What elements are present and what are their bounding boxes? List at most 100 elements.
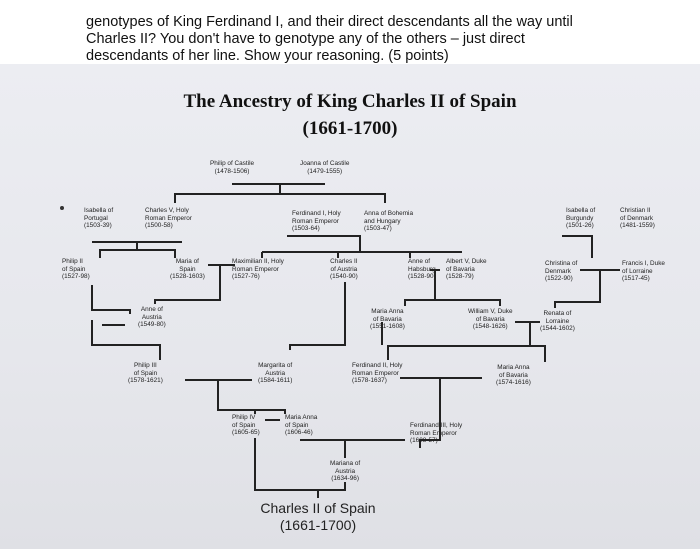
person-name: Joanna of Castile	[300, 160, 350, 167]
person-maximilian-ii: Maximilian II, Holy Roman Emperor (1527-…	[232, 258, 284, 281]
person-name-1: Ferdinand II, Holy	[352, 362, 403, 369]
person-name-2: Austria	[141, 313, 162, 321]
person-name-1: Christian II	[620, 207, 651, 214]
person-christina-of-denmark: Christina of Denmark (1522-90)	[545, 260, 577, 283]
person-years: (1481-1559)	[620, 222, 655, 230]
person-ferdinand-iii: Ferdinand III, Holy Roman Emperor (1608-…	[410, 422, 462, 445]
person-philip-ii: Philip II of Spain (1527-98)	[62, 258, 90, 281]
person-years: (1527-98)	[62, 273, 90, 281]
person-name-2: of Spain	[133, 369, 158, 377]
person-name-2: of Bavaria	[499, 371, 528, 379]
person-name-2: Portugal	[84, 214, 108, 222]
person-name-2: of Bavaria	[446, 265, 475, 273]
person-name-2: of Bavaria	[475, 315, 505, 323]
person-philip-iii: Philip III of Spain (1578-1621)	[128, 362, 163, 385]
person-name-2: Habsburg	[408, 265, 436, 273]
final-years: (1661-1700)	[279, 517, 357, 533]
person-name-1: Charles II	[330, 258, 358, 265]
person-name-1: Maria Anna	[497, 364, 530, 371]
person-name-1: Renata of	[543, 310, 572, 317]
person-name-1: William V, Duke	[468, 308, 513, 315]
person-maria-anna-of-bavaria-1: Maria Anna of Bavaria (1551-1608)	[370, 308, 405, 331]
person-name: Philip of Castile	[210, 160, 255, 167]
person-william-v: William V, Duke of Bavaria (1548-1626)	[468, 308, 513, 331]
person-years: (1578-1621)	[128, 377, 163, 385]
person-christian-ii: Christian II of Denmark (1481-1559)	[620, 207, 655, 230]
person-name-2: Denmark	[545, 267, 571, 275]
person-name-2: and Hungary	[364, 217, 401, 225]
person-anne-of-habsburg: Anne of Habsburg (1528-90)	[408, 258, 436, 281]
person-anna-of-bohemia: Anna of Bohemia and Hungary (1503-47)	[364, 210, 413, 233]
person-albert-v: Albert V, Duke of Bavaria (1528-79)	[446, 258, 487, 281]
person-anne-of-austria: Anne of Austria (1549-80)	[138, 306, 166, 329]
person-years: (1574-1616)	[496, 379, 531, 387]
person-name-2: of Denmark	[620, 214, 654, 222]
person-name-2: Austria	[265, 369, 286, 377]
person-name-2: of Spain	[62, 265, 86, 273]
person-name-1: Maria of	[175, 258, 199, 265]
person-name-1: Anne of	[140, 306, 163, 313]
person-ferdinand-ii: Ferdinand II, Holy Roman Emperor (1578-1…	[352, 362, 402, 385]
person-years: (1544-1602)	[540, 325, 575, 333]
person-margarita-of-austria: Margarita of Austria (1584-1611)	[258, 362, 292, 385]
person-name-2: Burgundy	[566, 214, 594, 222]
person-name-1: Francis I, Duke	[622, 260, 665, 267]
person-years: (1634-96)	[331, 475, 359, 483]
person-name-1: Philip III	[134, 362, 157, 369]
person-philip-of-castile: Philip of Castile (1478-1506)	[210, 160, 254, 175]
person-years: (1606-46)	[285, 429, 313, 437]
person-name-2: Roman Emperor	[410, 429, 457, 437]
person-name-1: Albert V, Duke	[446, 258, 487, 265]
person-years: (1608-57)	[410, 437, 438, 445]
person-years: (1501-26)	[566, 222, 594, 230]
person-name-1: Maria Anna	[285, 414, 318, 421]
person-years: (1503-47)	[364, 225, 392, 233]
person-years: (1528-90)	[408, 273, 436, 281]
person-years: (1500-58)	[145, 222, 173, 230]
person-name-1: Ferdinand I, Holy	[292, 210, 341, 217]
person-name-1: Charles V, Holy	[145, 207, 189, 214]
tree-years: (1661-1700)	[302, 118, 398, 139]
person-isabella-of-portugal: Isabella of Portugal (1503-39)	[84, 207, 113, 230]
person-years: (1503-64)	[292, 225, 320, 233]
person-years: (1479-1555)	[307, 167, 343, 175]
family-tree-photo	[0, 64, 700, 549]
person-name-2: of Bavaria	[373, 315, 402, 323]
person-years: (1528-79)	[446, 273, 474, 281]
person-name-1: Maximilian II, Holy	[232, 258, 284, 265]
person-name-2: Austria	[335, 467, 356, 475]
person-maria-anna-of-spain: Maria Anna of Spain (1606-46)	[285, 414, 317, 437]
person-philip-iv: Philip IV of Spain (1605-65)	[232, 414, 260, 437]
person-name-1: Margarita of	[258, 362, 293, 369]
person-joanna-of-castile: Joanna of Castile (1479-1555)	[300, 160, 349, 175]
person-years: (1584-1611)	[258, 377, 293, 385]
question-text: genotypes of King Ferdinand I, and their…	[86, 14, 646, 65]
person-name-2: of Spain	[232, 421, 256, 429]
person-name-1: Philip II	[62, 258, 83, 265]
person-name-1: Maria Anna	[371, 308, 404, 315]
person-years: (1478-1506)	[214, 167, 250, 175]
final-name: Charles II of Spain	[260, 500, 376, 516]
person-years: (1605-65)	[232, 429, 260, 437]
tree-title: The Ancestry of King Charles II of Spain	[183, 91, 517, 112]
person-name-2: of Spain	[285, 421, 309, 429]
person-years: (1503-39)	[84, 222, 112, 230]
person-name-1: Isabella of	[84, 207, 114, 214]
person-mariana-of-austria: Mariana of Austria (1634-96)	[330, 460, 360, 483]
person-name-1: Mariana of	[330, 460, 361, 467]
person-years: (1528-1603)	[170, 273, 205, 281]
person-name-1: Christina of	[545, 260, 578, 267]
person-isabella-of-burgundy: Isabella of Burgundy (1501-26)	[566, 207, 595, 230]
person-charles-ii-of-austria: Charles II of Austria (1540-90)	[330, 258, 358, 281]
person-years: (1549-80)	[138, 321, 166, 329]
person-years: (1517-45)	[622, 275, 650, 283]
person-name-2: of Lorraine	[622, 267, 653, 275]
person-name-1: Ferdinand III, Holy	[410, 422, 463, 429]
person-name-1: Isabella of	[566, 207, 596, 214]
person-name-2: Roman Emperor	[352, 369, 399, 377]
person-charles-ii-of-spain: Charles II of Spain (1661-1700)	[248, 500, 388, 534]
person-years: (1548-1626)	[472, 323, 508, 331]
person-years: (1540-90)	[330, 273, 358, 281]
person-ferdinand-i: Ferdinand I, Holy Roman Emperor (1503-64…	[292, 210, 341, 233]
person-charles-v: Charles V, Holy Roman Emperor (1500-58)	[145, 207, 192, 230]
